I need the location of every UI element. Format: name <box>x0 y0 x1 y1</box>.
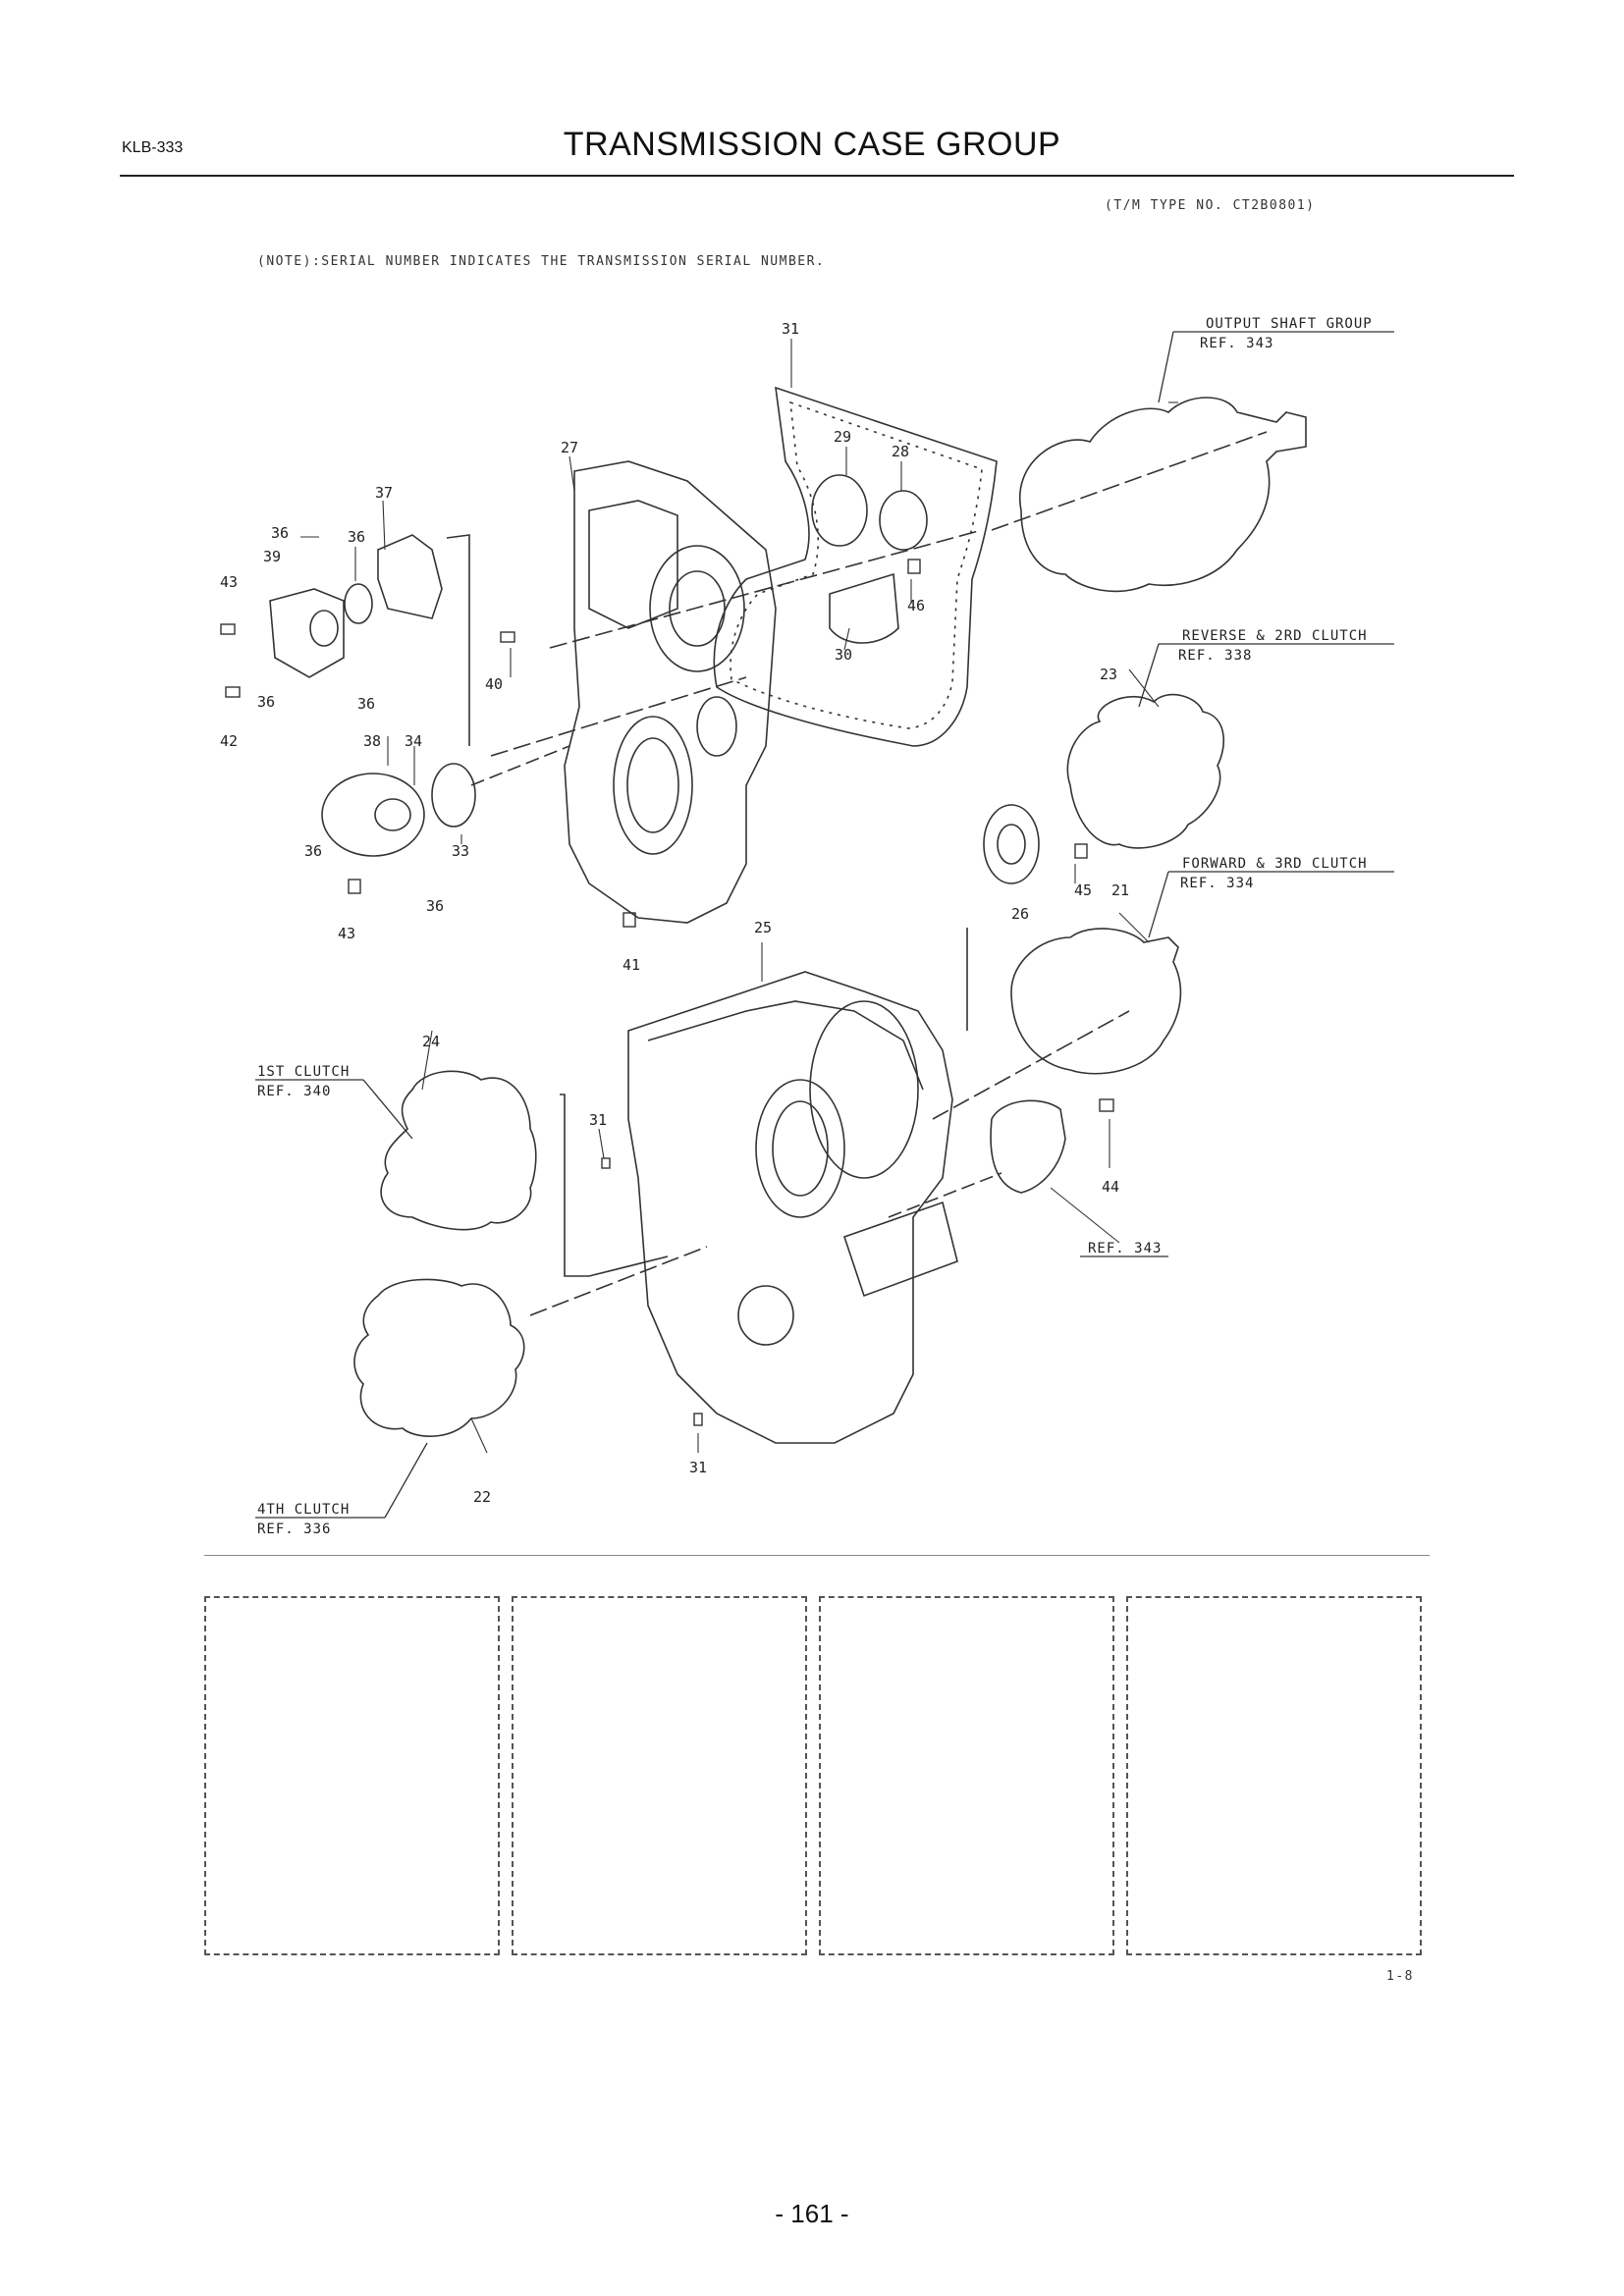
ref-1st-clutch-ref: REF. 340 <box>257 1084 331 1099</box>
part-label-39: 39 <box>263 548 281 565</box>
ref-forward-clutch-ref: REF. 334 <box>1180 876 1254 891</box>
part-label-36a: 36 <box>271 524 289 542</box>
document-code: KLB-333 <box>122 139 184 156</box>
ref-4th-clutch-ref: REF. 336 <box>257 1522 331 1537</box>
part-label-23: 23 <box>1100 666 1117 683</box>
serial-note: (NOTE):SERIAL NUMBER INDICATES THE TRANS… <box>257 254 826 269</box>
part-label-46: 46 <box>907 597 925 614</box>
lower-housing-outline <box>627 971 953 1444</box>
tm-type-label: (T/M TYPE NO. CT2B0801) <box>1105 198 1316 213</box>
part-label-32: 31 <box>782 320 799 338</box>
gasket-outline <box>713 386 998 747</box>
rear-cover-outline <box>990 1099 1066 1194</box>
page-title: TRANSMISSION CASE GROUP <box>563 126 1061 163</box>
part-label-41: 41 <box>623 956 640 974</box>
section-separator <box>204 1555 1430 1556</box>
ref-reverse-clutch-name: REVERSE & 2RD CLUTCH <box>1182 628 1368 644</box>
title-rule <box>120 175 1514 177</box>
ref-output-shaft-ref: REF. 343 <box>1200 336 1273 351</box>
serial-box <box>204 1596 500 1955</box>
ref-output-shaft-name: OUTPUT SHAFT GROUP <box>1206 316 1373 332</box>
part-label-38: 38 <box>363 732 381 750</box>
serial-box <box>512 1596 807 1955</box>
part-label-40: 40 <box>485 675 503 693</box>
part-label-29: 29 <box>834 428 851 446</box>
part-label-37: 37 <box>375 484 393 502</box>
output-shaft-group-outline <box>1018 397 1307 593</box>
4th-clutch-outline <box>353 1278 525 1437</box>
reverse-2rd-clutch-outline <box>1066 693 1224 849</box>
part-label-35: 36 <box>348 528 365 546</box>
part-label-45: 45 <box>1074 881 1092 899</box>
ref-cover-ref: REF. 343 <box>1088 1241 1162 1256</box>
part-label-36d: 36 <box>304 842 322 860</box>
part-label-36c: 36 <box>357 695 375 713</box>
serial-number-boxes <box>204 1596 1422 1955</box>
part-label-42: 42 <box>220 732 238 750</box>
part-label-43a: 43 <box>220 573 238 591</box>
part-label-33: 33 <box>452 842 469 860</box>
part-label-31b: 31 <box>689 1459 707 1476</box>
ref-forward-clutch-name: FORWARD & 3RD CLUTCH <box>1182 856 1368 872</box>
ref-1st-clutch-name: 1ST CLUTCH <box>257 1064 350 1080</box>
part-label-43b: 43 <box>338 925 355 942</box>
part-label-36e: 36 <box>426 897 444 915</box>
ref-reverse-clutch-ref: REF. 338 <box>1178 648 1252 664</box>
page-number: - 161 - <box>775 2199 849 2228</box>
diagram-code: 1-8 <box>1386 1969 1414 1984</box>
1st-clutch-outline <box>380 1070 537 1231</box>
part-label-30: 30 <box>835 646 852 664</box>
upper-housing-outline <box>564 460 777 924</box>
ref-4th-clutch-name: 4TH CLUTCH <box>257 1502 350 1518</box>
part-label-31a: 31 <box>589 1111 607 1129</box>
part-label-26: 26 <box>1011 905 1029 923</box>
part-label-24: 24 <box>422 1033 440 1050</box>
part-label-36b: 36 <box>257 693 275 711</box>
part-label-27: 27 <box>561 439 578 456</box>
serial-box <box>1126 1596 1422 1955</box>
part-label-28: 28 <box>892 443 909 460</box>
part-label-21: 21 <box>1111 881 1129 899</box>
part-label-44: 44 <box>1102 1178 1119 1196</box>
part-label-25: 25 <box>754 919 772 936</box>
part-label-34: 34 <box>405 732 422 750</box>
forward-3rd-clutch-outline <box>1010 928 1182 1075</box>
part-label-22: 22 <box>473 1488 491 1506</box>
serial-box <box>819 1596 1114 1955</box>
